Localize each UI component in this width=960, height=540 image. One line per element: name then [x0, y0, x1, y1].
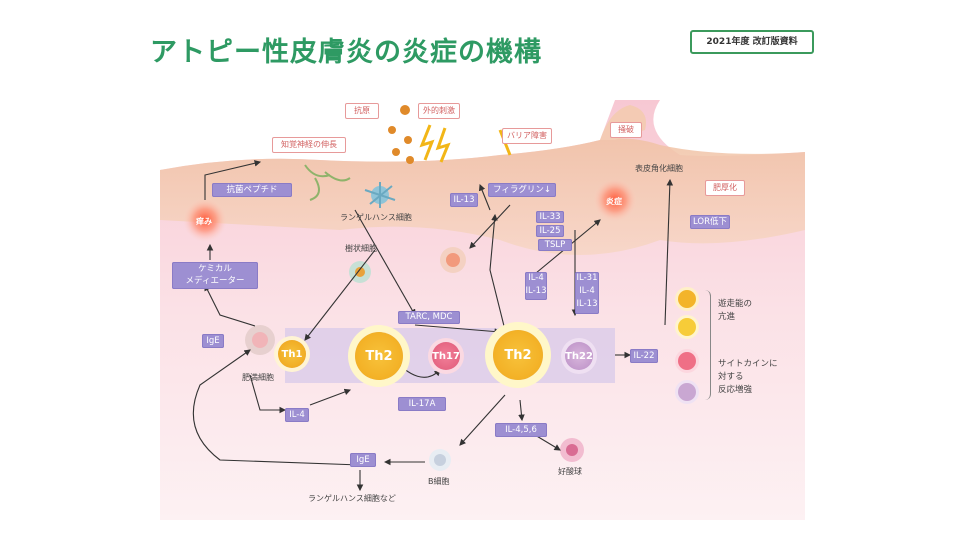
thickening-label: 肥厚化	[705, 180, 745, 196]
legend-migration-text: 遊走能の 亢進	[718, 299, 753, 322]
ige-bottom-box: IgE	[350, 453, 376, 467]
il25-box: IL-25	[536, 225, 564, 237]
tarc-mdc-box: TARC, MDC	[398, 311, 460, 324]
b-cell-label: B細胞	[428, 477, 450, 486]
th1-label: Th1	[281, 348, 303, 360]
revision-badge: 2021年度 改訂版資料	[690, 30, 814, 54]
il22-box: IL-22	[630, 349, 658, 363]
legend-marker-migration-1	[678, 290, 696, 308]
th2-large-cell: Th2	[493, 330, 543, 380]
il33-box: IL-33	[536, 211, 564, 223]
external-stimulus-label: 外的刺激	[418, 103, 460, 119]
inflammation-label: 炎症	[606, 197, 622, 206]
loricrin-box: LOR低下	[690, 215, 730, 229]
legend-marker-response-2	[678, 383, 696, 401]
legend-bracket	[705, 290, 711, 400]
itch-label: 痒み	[196, 217, 212, 226]
th2-large-label: Th2	[504, 347, 532, 363]
legend-response-text: サイトカインに 対する 反応増強	[718, 359, 778, 395]
chemical-mediator-box: ケミカル メディエーター	[172, 262, 258, 289]
antimicrobial-peptide-box: 抗菌ペプチド	[212, 183, 292, 197]
page-title: アトピー性皮膚炎の炎症の機構	[150, 37, 542, 68]
scratch-label: 掻破	[610, 122, 642, 138]
langerhans-cell-label: ランゲルハンス細胞	[340, 213, 412, 222]
th22-cell: Th22	[565, 342, 593, 370]
th17-label: Th17	[432, 350, 460, 362]
th2-main-cell: Th2	[355, 332, 403, 380]
ige-box: IgE	[202, 334, 224, 348]
keratinocyte-label: 表皮角化細胞	[635, 164, 683, 173]
tslp-box: TSLP	[538, 239, 572, 251]
th17-cell: Th17	[432, 342, 460, 370]
atopic-dermatitis-diagram: 抗原 外的刺激 バリア障害 掻破 知覚神経の伸長 表皮角化細胞 肥厚化 抗菌ペプ…	[160, 100, 805, 520]
diagram-background	[160, 100, 805, 520]
eosinophil-label: 好酸球	[558, 467, 582, 476]
th2-main-label: Th2	[365, 348, 393, 364]
antigen-label: 抗原	[345, 103, 379, 119]
th22-label: Th22	[565, 350, 593, 362]
nerve-extension-label: 知覚神経の伸長	[272, 137, 346, 153]
il4-il13-box: IL-4 IL-13	[525, 272, 547, 300]
mast-cell-label: 肥満細胞	[242, 373, 274, 382]
il17a-box: IL-17A	[398, 397, 446, 411]
il13-top-box: IL-13	[450, 193, 478, 207]
il4-box: IL-4	[285, 408, 309, 422]
il456-box: IL-4,5,6	[495, 423, 547, 437]
bottom-langerhans-label: ランゲルハンス細胞など	[308, 494, 396, 503]
legend-marker-response-1	[678, 352, 696, 370]
legend-marker-migration-2	[678, 318, 696, 336]
th1-cell: Th1	[278, 340, 306, 368]
barrier-disorder-label: バリア障害	[502, 128, 552, 144]
filaggrin-box: フィラグリン↓	[488, 183, 556, 197]
dendritic-cell-label: 樹状細胞	[345, 244, 377, 253]
il31-il4-il13-box: IL-31 IL-4 IL-13	[575, 272, 599, 314]
